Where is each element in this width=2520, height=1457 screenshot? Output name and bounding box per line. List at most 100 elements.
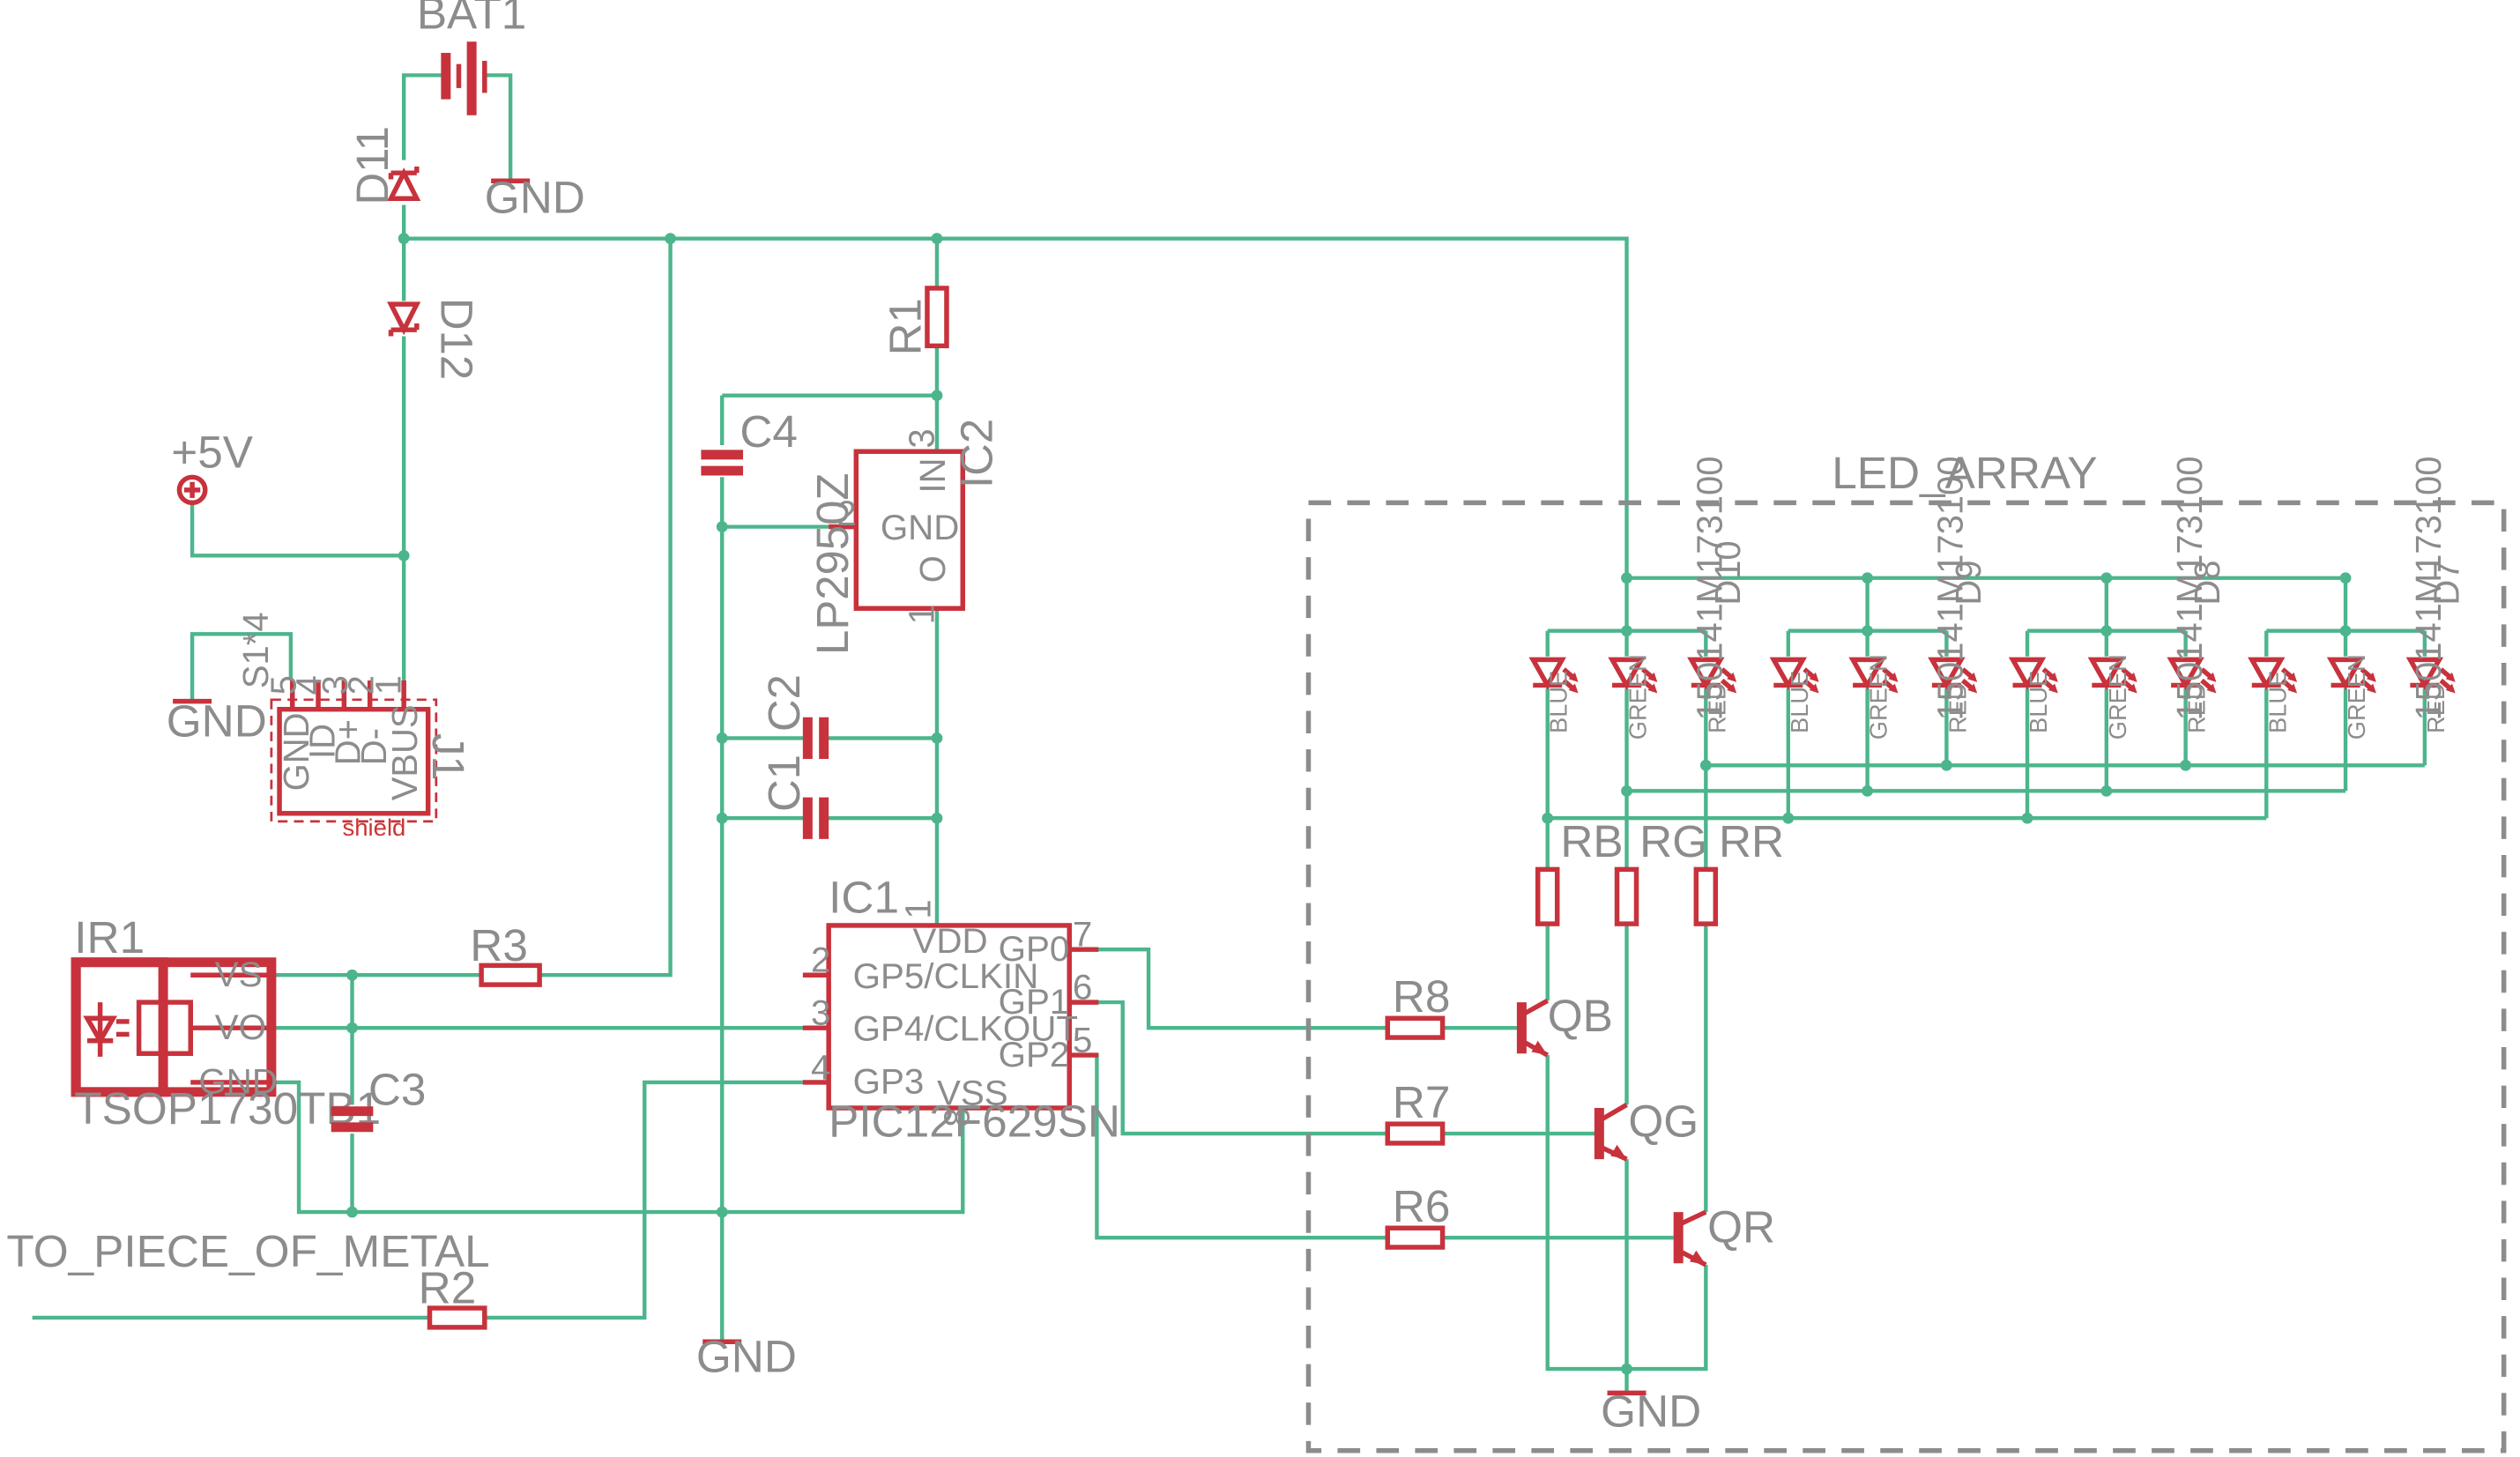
- d10-label: D10: [1708, 540, 1748, 605]
- led-blue-label: BLUE: [2264, 671, 2291, 733]
- capacitor-c4: C4: [701, 406, 798, 476]
- ic1-pinnum-5: 5: [1073, 1021, 1092, 1060]
- c1-label: C1: [759, 755, 809, 812]
- junctions: [346, 233, 2352, 1375]
- ic1-part-label: PIC12F629SN: [829, 1096, 1120, 1147]
- j1-pin-dplus: D+: [329, 719, 368, 765]
- d9-part: 150141M173100: [1931, 457, 1971, 721]
- qr-label: QR: [1707, 1202, 1775, 1253]
- gnd-label-main: GND: [696, 1332, 797, 1382]
- supply-plus5v: +5V: [171, 427, 253, 506]
- ic1-pin-gp5: GP5/CLKIN: [853, 956, 1039, 996]
- diode-d11: D11: [347, 126, 421, 205]
- ir-receiver-ir1: IR1 VS VO GND TSOP1730TB1: [71, 912, 381, 1134]
- j1-pinnum-1: 1: [368, 675, 408, 695]
- resistor-r8: R8: [1385, 971, 1451, 1040]
- ic2-pin-o: O: [913, 555, 953, 583]
- ic2-pinnum-1: 1: [902, 605, 941, 624]
- r8-label: R8: [1393, 971, 1451, 1022]
- d8-label: D8: [2188, 561, 2227, 606]
- led-blue: BLUE: [2248, 657, 2298, 733]
- ic1-pinnum-6: 6: [1073, 968, 1092, 1007]
- qg-label: QG: [1628, 1096, 1699, 1147]
- led-red-label: RED: [2183, 682, 2211, 733]
- ir1-pin-vs: VS: [215, 955, 263, 994]
- ic1-pinnum-4: 4: [811, 1047, 830, 1087]
- ic2-pin-gnd: GND: [881, 508, 960, 547]
- resistor-rb: RB: [1535, 816, 1624, 926]
- ic1-pinnum-2: 2: [811, 940, 830, 980]
- resistor-rr: RR: [1693, 816, 1784, 926]
- led-blue-label: BLUE: [1545, 671, 1572, 733]
- r6-label: R6: [1393, 1181, 1451, 1231]
- ic2-pin-in: IN: [913, 458, 953, 494]
- connector-j1: GND ID D+ D- VBUS 5 4 3 2 1 J1 S1*4 shie…: [236, 612, 473, 841]
- resistor-r7: R7: [1385, 1077, 1451, 1146]
- j1-pinnum-5: 5: [264, 675, 303, 695]
- wires: [32, 73, 2427, 1394]
- d10-part: 150141M173100: [1690, 457, 1729, 721]
- bat1-label: BAT1: [417, 0, 527, 39]
- led-blue-label: BLUE: [1786, 671, 1813, 733]
- ic1-pinnum-7: 7: [1073, 915, 1092, 955]
- led-blue: BLUE: [1528, 657, 1579, 733]
- ir1-label: IR1: [74, 912, 145, 963]
- capacitor-c3: C3: [331, 1065, 427, 1133]
- gnd-symbol-j1: GND: [167, 696, 267, 747]
- c2-label: C2: [759, 674, 809, 732]
- capacitor-c2: C2: [759, 674, 829, 760]
- r7-label: R7: [1393, 1077, 1451, 1127]
- d8-part: 150141M173100: [2170, 457, 2210, 721]
- gnd-symbol-main: GND: [696, 1332, 797, 1382]
- resistor-r2: R2: [419, 1263, 487, 1330]
- rr-label: RR: [1719, 816, 1784, 866]
- led-green-label: GREEN: [2104, 654, 2131, 740]
- led-green: GREEN: [2087, 654, 2137, 740]
- gnd-label-j1: GND: [167, 696, 267, 747]
- j1-label: J1: [423, 733, 473, 781]
- ic1-pin-vss: VSS: [937, 1074, 1008, 1113]
- d9-label: D9: [1949, 561, 1988, 606]
- j1-pin-dminus: D-: [354, 728, 394, 765]
- ic2-label: IC2: [951, 419, 1001, 488]
- gnd-symbol-battery: GND: [485, 173, 585, 223]
- s1-label: S1*4: [236, 612, 276, 688]
- led-green-label: GREEN: [2343, 654, 2370, 740]
- j1-pin-gnd: GND: [277, 713, 316, 792]
- d11-label: D11: [347, 126, 398, 205]
- rb-label: RB: [1560, 816, 1623, 866]
- j1-pinnum-4: 4: [290, 675, 330, 695]
- led-blue-label: BLUE: [2025, 671, 2052, 733]
- ic2-pinnum-3: 3: [902, 428, 941, 448]
- ir1-pin-gnd: GND: [198, 1062, 278, 1102]
- resistor-rg: RG: [1614, 816, 1707, 926]
- gnd-label-led: GND: [1601, 1386, 1701, 1437]
- ir1-pin-vo: VO: [215, 1007, 266, 1047]
- led-blue: BLUE: [1769, 657, 1819, 733]
- r1-label: R1: [880, 298, 930, 355]
- d7-part: 150141M173100: [2409, 457, 2449, 721]
- ic1-label: IC1: [829, 873, 899, 923]
- led-red-label: RED: [1944, 682, 1971, 733]
- ic1-pin-vdd: VDD: [912, 921, 987, 961]
- c4-label: C4: [740, 406, 798, 457]
- ic1-pin-gp2: GP2: [999, 1035, 1070, 1074]
- r3-label: R3: [470, 920, 528, 970]
- gnd-symbol-led: GND: [1601, 1386, 1701, 1437]
- ic1-pin-gp3: GP3: [853, 1062, 925, 1102]
- d12-label: D12: [431, 298, 481, 380]
- led-array-label: LED_ARRAY: [1832, 448, 2097, 498]
- shield-label: shield: [343, 814, 406, 841]
- ic1-pin-gp4: GP4/CLKOUT: [853, 1009, 1078, 1049]
- mcu-ic1: IC1 VDD GP5/CLKIN GP4/CLKOUT GP3 GP0 GP1…: [802, 873, 1120, 1147]
- transistor-qb: QB: [1516, 991, 1613, 1058]
- led-green-label: GREEN: [1864, 654, 1892, 740]
- ic1-pinnum-1: 1: [898, 899, 938, 918]
- c3-label: C3: [368, 1065, 427, 1115]
- led-array-frame: LED_ARRAY: [1305, 448, 2507, 1453]
- diode-d12: D12: [387, 298, 482, 380]
- r2-label: R2: [419, 1263, 477, 1313]
- j1-pin-vbus: VBUS: [385, 704, 425, 800]
